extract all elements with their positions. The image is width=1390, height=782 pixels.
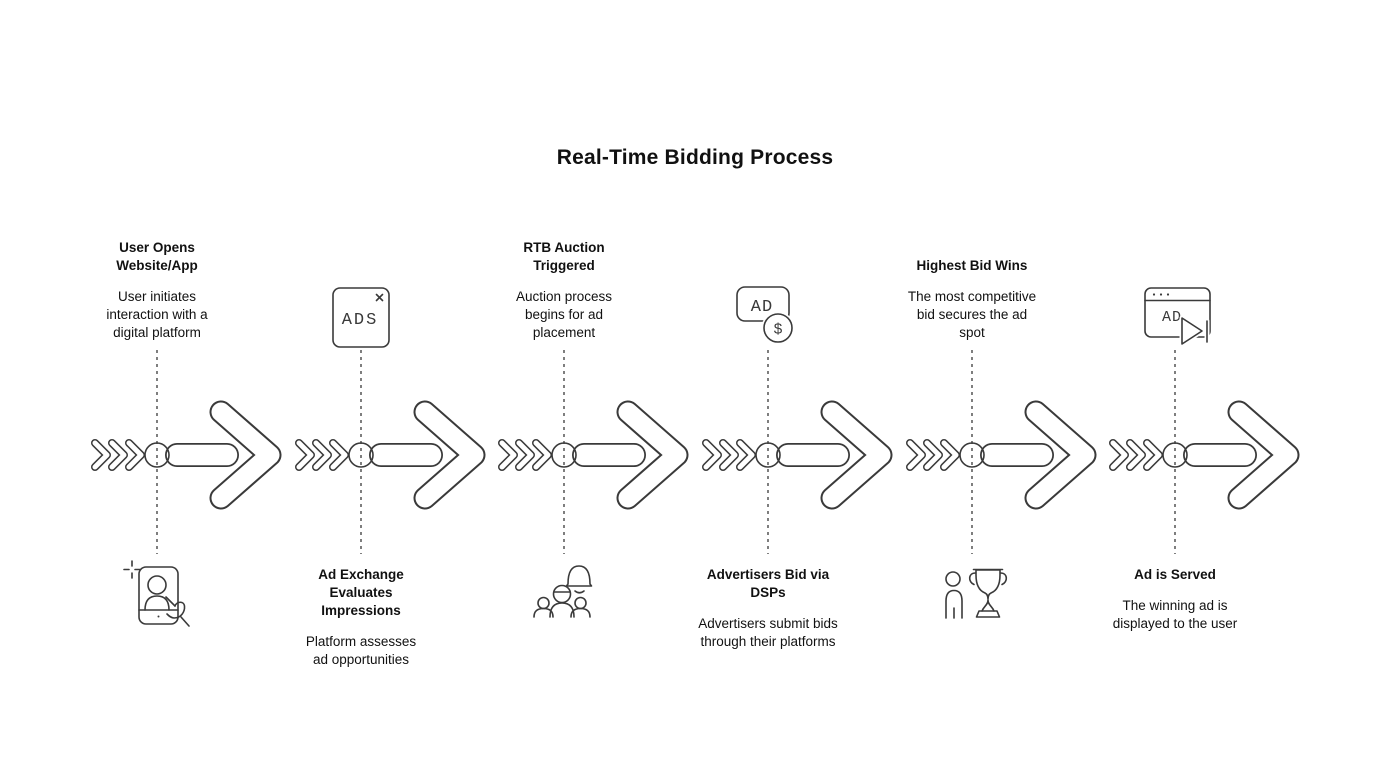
step-title: Ad Exchange Evaluates Impressions bbox=[318, 567, 404, 618]
flow-arrow-motif bbox=[87, 350, 287, 554]
flow-arrow-motif bbox=[291, 350, 491, 554]
step-6-text: Ad is Served The winning ad is displayed… bbox=[1085, 566, 1265, 633]
step-description: Platform assesses ad opportunities bbox=[305, 634, 417, 667]
step-title: RTB Auction Triggered bbox=[523, 240, 605, 273]
step-1-text: User Opens Website/App User initiates in… bbox=[67, 239, 247, 342]
step-description: Auction process begins for ad placement bbox=[515, 289, 613, 340]
auction-bell-crowd-icon bbox=[533, 565, 593, 618]
step-2-text: Ad Exchange Evaluates Impressions Platfo… bbox=[271, 566, 451, 669]
ad-dollar-icon: AD $ bbox=[736, 286, 795, 345]
browser-ad-play-icon: AD bbox=[1144, 287, 1211, 347]
flow-arrow-motif bbox=[494, 350, 694, 554]
step-title: Advertisers Bid via DSPs bbox=[706, 567, 830, 600]
step-description: The winning ad is displayed to the user bbox=[1112, 598, 1238, 631]
step-4-text: Advertisers Bid via DSPs Advertisers sub… bbox=[678, 566, 858, 651]
winner-trophy-icon bbox=[945, 568, 1008, 619]
ads-label: ADS bbox=[342, 311, 379, 330]
step-title: Highest Bid Wins bbox=[916, 258, 1028, 273]
dollar-sign: $ bbox=[773, 322, 782, 339]
flow-arrow-motif bbox=[698, 350, 898, 554]
flow-arrow-motif bbox=[902, 350, 1102, 554]
step-3-text: RTB Auction Triggered Auction process be… bbox=[474, 239, 654, 342]
page-title: Real-Time Bidding Process bbox=[556, 146, 834, 169]
step-description: Advertisers submit bids through their pl… bbox=[698, 616, 838, 649]
step-description: User initiates interaction with a digita… bbox=[106, 289, 208, 340]
step-5-text: Highest Bid Wins The most competitive bi… bbox=[882, 257, 1062, 342]
phone-user-icon bbox=[123, 560, 190, 627]
ad-label: AD bbox=[1162, 309, 1182, 326]
step-title: User Opens Website/App bbox=[116, 240, 198, 273]
step-description: The most competitive bid secures the ad … bbox=[907, 289, 1037, 340]
ad-label: AD bbox=[751, 298, 773, 317]
flow-arrow-motif bbox=[1105, 350, 1305, 554]
step-title: Ad is Served bbox=[1134, 567, 1216, 582]
ads-box-icon: ADS bbox=[332, 287, 390, 348]
